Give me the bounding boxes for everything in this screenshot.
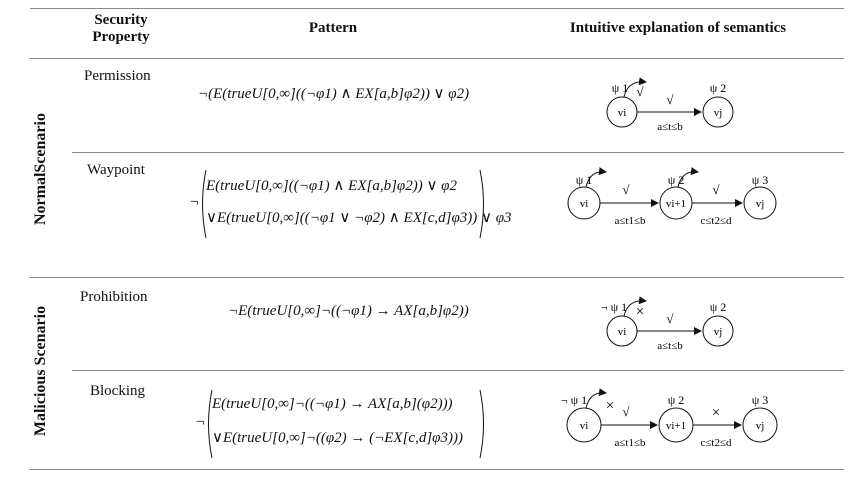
check-edge-1: √ bbox=[622, 404, 630, 419]
node-vj bbox=[742, 407, 778, 443]
node-vi-label: vi bbox=[618, 326, 627, 338]
check-1: √ bbox=[622, 182, 630, 197]
npsi1-label: ¬ ψ 1 bbox=[561, 393, 587, 407]
diagram-permission: vi vj ψ 1 √ √ ψ 2 a≤t≤b bbox=[606, 77, 734, 133]
time-label-2: c≤t2≤d bbox=[700, 437, 732, 449]
psi3-label: ψ 3 bbox=[752, 173, 769, 187]
self-arrow bbox=[585, 388, 607, 409]
cross-self: × bbox=[606, 398, 614, 414]
self-arrow-1 bbox=[585, 167, 607, 188]
diagram-blocking: vi vi+1 vj ¬ ψ 1 × √ ψ 2 × ψ 3 a≤t1≤b c≤… bbox=[561, 388, 778, 449]
node-vi1-label: vi+1 bbox=[666, 198, 686, 210]
formula-blocking: ¬ E(trueU[0,∞]¬((¬φ1) → AX[a,b](φ2))) ∨E… bbox=[196, 388, 490, 460]
header-rule bbox=[30, 58, 844, 59]
row-rule-1 bbox=[72, 152, 844, 153]
self-arrow bbox=[623, 77, 647, 98]
blocking-bracket-right bbox=[479, 389, 484, 459]
time-label-2: c≤t2≤d bbox=[700, 215, 732, 227]
blocking-line-1: E(trueU[0,∞]¬((¬φ1) → AX[a,b](φ2))) bbox=[212, 396, 453, 412]
time-label: a≤t≤b bbox=[657, 121, 683, 133]
row-rule-2 bbox=[72, 370, 844, 371]
node-vj-label: vj bbox=[714, 107, 723, 119]
waypoint-line-2: ∨E(trueU[0,∞]((¬φ1 ∨ ¬φ2) ∧ EX[c,d]φ3)) … bbox=[206, 210, 512, 226]
cross-self: × bbox=[636, 304, 644, 320]
npsi1-label: ¬ ψ 1 bbox=[601, 300, 627, 314]
time-label-1: a≤t1≤b bbox=[614, 215, 646, 227]
header-intuitive: Intuitive explanation of semantics bbox=[569, 20, 787, 36]
formula-permission: ¬(E(trueU[0,∞]((¬φ1) ∧ EX[a,b]φ2)) ∨ φ2) bbox=[198, 86, 470, 102]
check-edge: √ bbox=[666, 92, 674, 107]
psi2-label: ψ 2 bbox=[668, 393, 685, 407]
node-vj bbox=[702, 315, 734, 347]
waypoint-line-1: E(trueU[0,∞]((¬φ1) ∧ EX[a,b]φ2)) ∨ φ2 bbox=[206, 178, 457, 194]
node-vj-label: vj bbox=[756, 420, 765, 432]
psi1-label: ψ 1 bbox=[576, 173, 593, 187]
check-2: √ bbox=[712, 182, 720, 197]
waypoint-bracket-right bbox=[479, 169, 484, 239]
diagram-prohibition: vi vj ¬ ψ 1 × √ ψ 2 a≤t≤b bbox=[601, 296, 734, 352]
psi2-label: ψ 2 bbox=[710, 300, 727, 314]
node-vj bbox=[702, 96, 734, 128]
node-vi-label: vi bbox=[580, 198, 589, 210]
waypoint-bracket-left bbox=[202, 169, 207, 239]
header-security-property: Security Property bbox=[92, 12, 150, 45]
blocking-bracket-left bbox=[208, 389, 213, 459]
bottom-rule bbox=[30, 469, 844, 470]
node-vi-label: vi bbox=[618, 107, 627, 119]
diagram-waypoint: vi vi+1 vj ψ 1 ψ 2 ψ 3 √ √ a≤t1≤b c≤t2≤d bbox=[567, 167, 777, 227]
node-vj-label: vj bbox=[714, 326, 723, 338]
blocking-line-2: ∨E(trueU[0,∞]¬((φ2) → (¬EX[c,d]φ3))) bbox=[212, 430, 463, 446]
group-rule bbox=[30, 277, 844, 278]
header-pattern: Pattern bbox=[308, 20, 358, 36]
node-vj-label: vj bbox=[756, 198, 765, 210]
node-vj bbox=[743, 186, 777, 220]
self-arrow bbox=[623, 296, 647, 317]
psi2-label: ψ 2 bbox=[668, 173, 685, 187]
blocking-negation: ¬ bbox=[196, 414, 205, 430]
time-label-1: a≤t1≤b bbox=[614, 437, 646, 449]
property-blocking: Blocking bbox=[90, 383, 145, 399]
property-prohibition: Prohibition bbox=[80, 289, 148, 305]
psi1-label: ψ 1 bbox=[612, 81, 629, 95]
self-arrow-2 bbox=[677, 167, 699, 188]
property-permission: Permission bbox=[84, 68, 151, 84]
formula-waypoint: ¬ E(trueU[0,∞]((¬φ1) ∧ EX[a,b]φ2)) ∨ φ2 … bbox=[190, 168, 512, 240]
check-edge: √ bbox=[666, 311, 674, 326]
time-label: a≤t≤b bbox=[657, 340, 683, 352]
node-vi1-label: vi+1 bbox=[666, 420, 686, 432]
formula-prohibition: ¬E(trueU[0,∞]¬((¬φ1) → AX[a,b]φ2)) bbox=[228, 303, 469, 319]
waypoint-negation: ¬ bbox=[190, 194, 199, 210]
top-rule bbox=[30, 8, 844, 9]
node-vi-label: vi bbox=[580, 420, 589, 432]
check-self: √ bbox=[636, 84, 644, 99]
psi3-label: ψ 3 bbox=[752, 393, 769, 407]
property-waypoint: Waypoint bbox=[87, 162, 145, 178]
cross-edge-2: × bbox=[712, 405, 720, 421]
psi2-label: ψ 2 bbox=[710, 81, 727, 95]
